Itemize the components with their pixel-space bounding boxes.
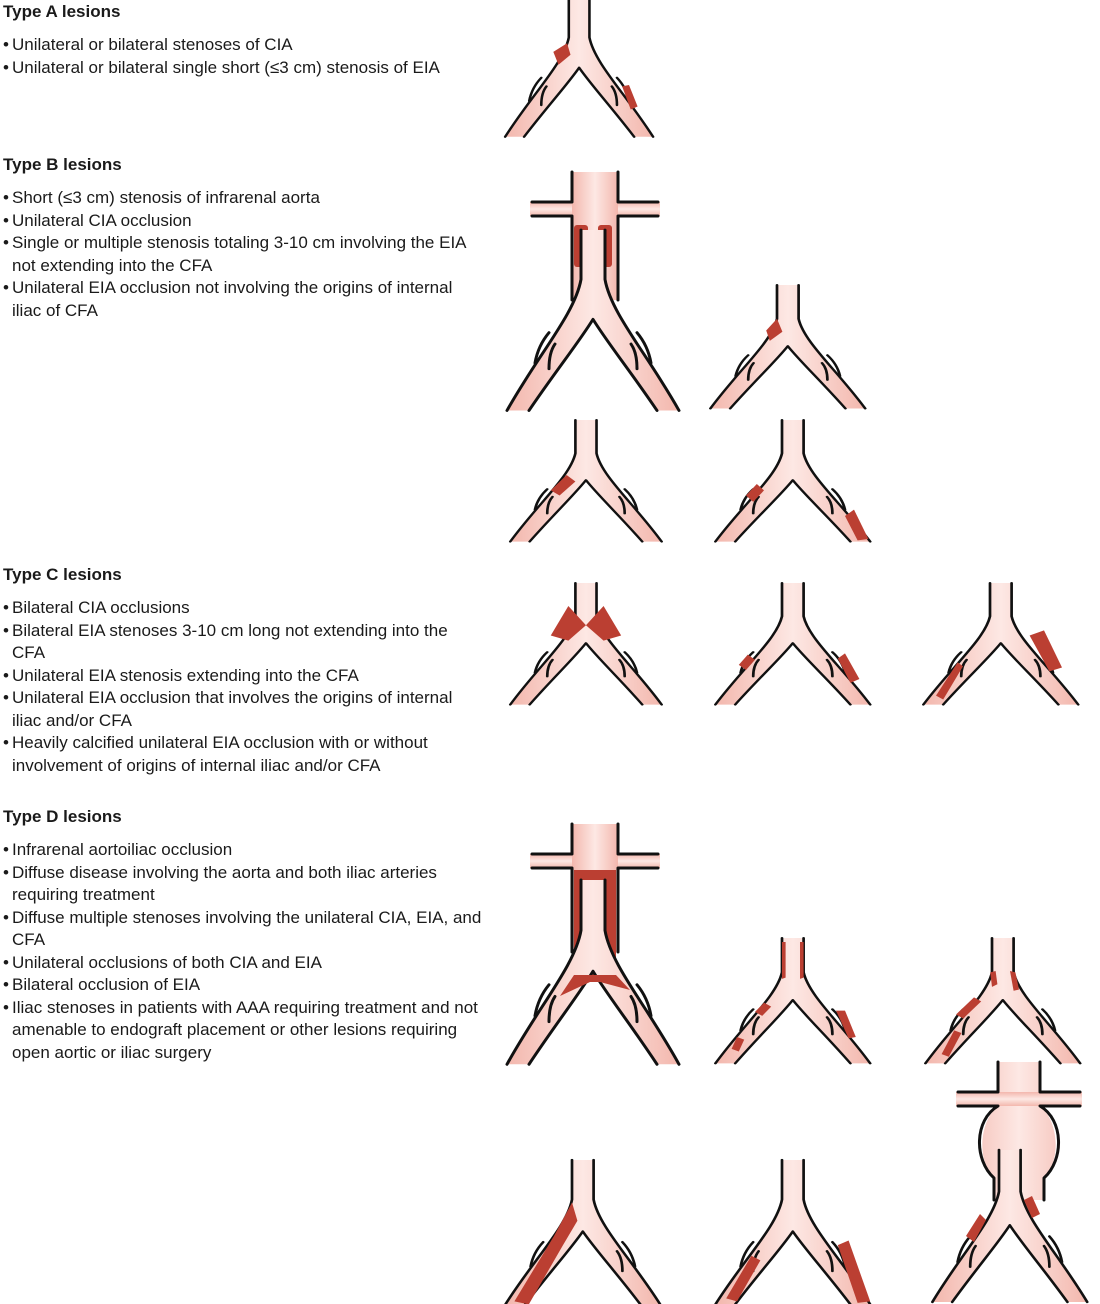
list-item: Unilateral EIA occlusion not involving t… <box>3 277 483 322</box>
list-item: Unilateral CIA occlusion <box>3 210 483 233</box>
list-item: Bilateral occlusion of EIA <box>3 974 488 997</box>
list-item: Heavily calcified unilateral EIA occlusi… <box>3 732 478 777</box>
type-c-heading: Type C lesions <box>3 565 122 584</box>
type-c-vessel-1 <box>508 581 663 706</box>
list-item: Diffuse multiple stenoses involving the … <box>3 907 488 952</box>
type-b-heading: Type B lesions <box>3 155 122 174</box>
type-d-heading: Type D lesions <box>3 807 122 826</box>
list-item: Iliac stenoses in patients with AAA requ… <box>3 997 488 1065</box>
type-b-vessel-2 <box>709 283 867 410</box>
type-d-vessel-2 <box>714 936 872 1065</box>
list-item: Unilateral or bilateral single short (≤3… <box>3 57 503 80</box>
list-item: Unilateral EIA occlusion that involves t… <box>3 687 478 732</box>
type-d-vessel-3 <box>924 936 1082 1065</box>
list-item: Unilateral EIA stenosis extending into t… <box>3 665 478 688</box>
type-a-vessel <box>503 0 655 139</box>
list-item: Single or multiple stenosis totaling 3-1… <box>3 232 483 277</box>
type-b-vessel-3 <box>508 418 663 543</box>
type-d-vessel-5 <box>714 1158 872 1304</box>
list-item: Infrarenal aortoiliac occlusion <box>3 839 488 862</box>
type-d-list: Infrarenal aortoiliac occlusion Diffuse … <box>3 839 488 1064</box>
type-a-heading: Type A lesions <box>3 2 121 21</box>
type-c-vessel-3 <box>922 581 1080 706</box>
type-b-list: Short (≤3 cm) stenosis of infrarenal aor… <box>3 187 483 322</box>
list-item: Unilateral or bilateral stenoses of CIA <box>3 34 503 57</box>
list-item: Short (≤3 cm) stenosis of infrarenal aor… <box>3 187 483 210</box>
list-item: Bilateral CIA occlusions <box>3 597 478 620</box>
type-a-list: Unilateral or bilateral stenoses of CIA … <box>3 34 503 79</box>
type-b-vessel-4 <box>714 418 872 543</box>
type-a-section: Type A lesions Unilateral or bilateral s… <box>3 2 503 79</box>
type-d-vessel-1 <box>505 822 681 1066</box>
type-d-section: Type D lesions Infrarenal aortoiliac occ… <box>3 807 503 1064</box>
type-b-section: Type B lesions Short (≤3 cm) stenosis of… <box>3 155 503 322</box>
type-c-list: Bilateral CIA occlusions Bilateral EIA s… <box>3 597 478 777</box>
type-c-section: Type C lesions Bilateral CIA occlusions … <box>3 565 503 777</box>
type-d-vessel-4 <box>504 1158 662 1304</box>
list-item: Bilateral EIA stenoses 3-10 cm long not … <box>3 620 478 665</box>
list-item: Unilateral occlusions of both CIA and EI… <box>3 952 488 975</box>
type-d-vessel-6 <box>931 1060 1089 1304</box>
type-c-vessel-2 <box>714 581 872 706</box>
list-item: Diffuse disease involving the aorta and … <box>3 862 488 907</box>
type-b-vessel-1 <box>505 170 681 412</box>
